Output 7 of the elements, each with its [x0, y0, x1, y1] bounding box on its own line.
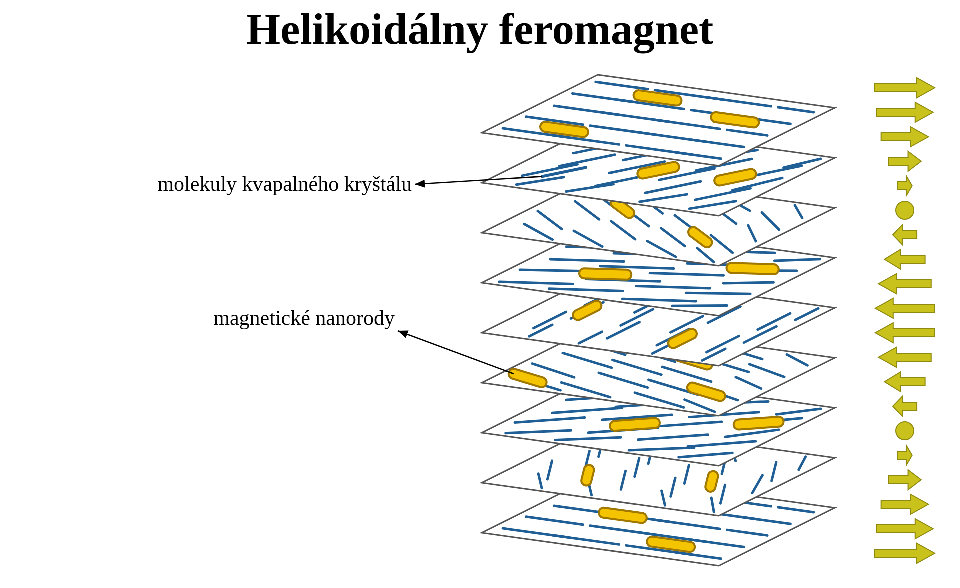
- callout-text: molekuly kvapalného kryštálu: [158, 172, 412, 197]
- title: Helikoidálny feromagnet: [245, 4, 715, 55]
- callout-text: magnetické nanorody: [214, 306, 395, 331]
- liquid-crystal-molecule: [540, 166, 588, 178]
- leader-line: [398, 330, 514, 375]
- leader-line: [414, 176, 542, 188]
- nanorod: [508, 368, 548, 388]
